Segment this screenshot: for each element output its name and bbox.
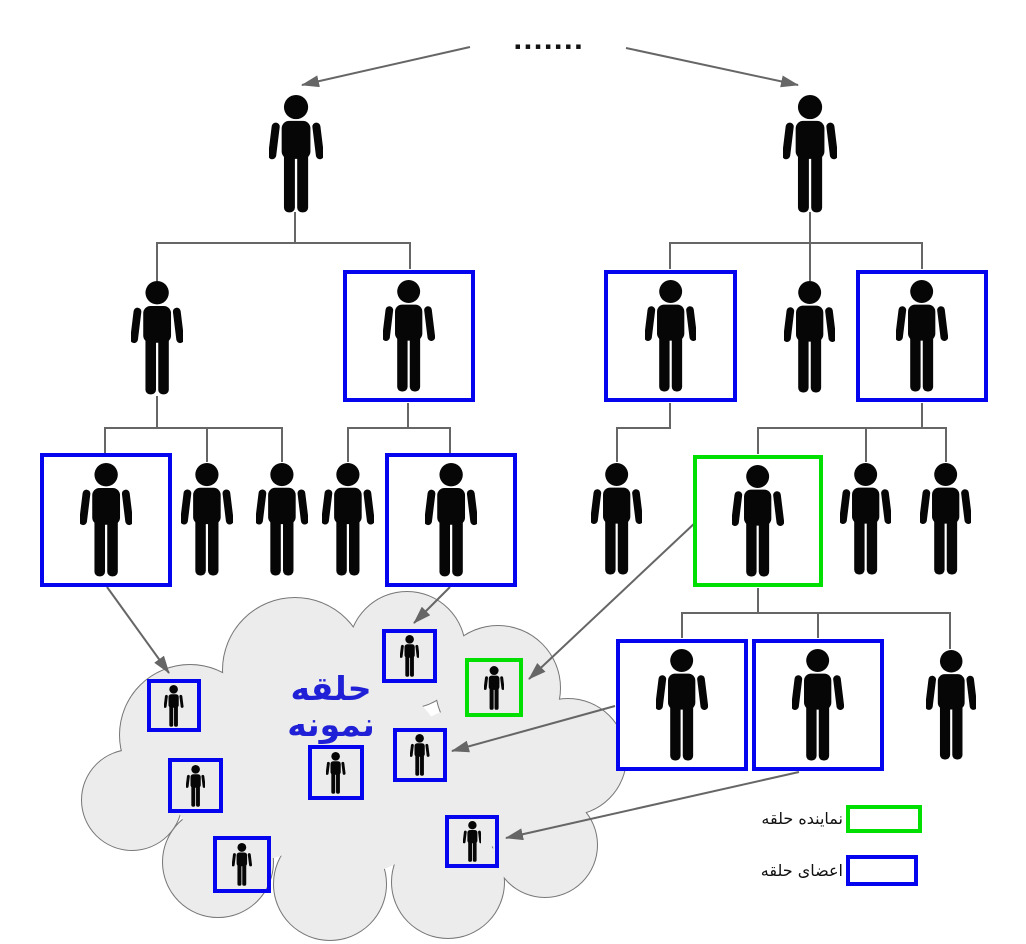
person-icon xyxy=(483,665,505,710)
member-box xyxy=(856,270,988,402)
person-icon xyxy=(920,463,972,575)
arrow-member-to-cloud-3 xyxy=(451,705,616,753)
cloud-member-box xyxy=(147,679,201,732)
legend-swatch-member xyxy=(846,855,918,886)
member-box xyxy=(40,453,172,587)
person-node xyxy=(926,650,977,760)
person-node xyxy=(256,463,308,576)
person-icon xyxy=(256,463,308,576)
cloud-representative-box xyxy=(465,658,523,717)
parents-ellipsis: ▪▪▪▪▪▪▪ xyxy=(514,42,586,52)
arrow-member-to-cloud-1 xyxy=(106,586,170,674)
tree-connector-right-l2e xyxy=(757,403,947,462)
member-box xyxy=(343,270,475,402)
person-node xyxy=(591,463,643,575)
person-node xyxy=(181,463,233,576)
person-node xyxy=(840,463,892,575)
person-node xyxy=(920,463,972,575)
tree-connector-right-l1 xyxy=(669,212,923,281)
cloud-member-box xyxy=(445,815,499,868)
person-icon xyxy=(131,281,184,395)
person-node xyxy=(131,281,184,395)
member-box xyxy=(616,639,748,771)
cloud-label: حلقه نمونه xyxy=(287,669,375,745)
representative-box xyxy=(693,455,823,587)
arrow-ellipsis-to-left-root xyxy=(301,46,471,88)
person-icon xyxy=(232,843,252,886)
member-box xyxy=(604,270,737,402)
person-icon xyxy=(79,463,133,577)
cloud-member-box xyxy=(308,745,364,800)
person-node xyxy=(322,463,374,576)
person-icon xyxy=(424,463,478,577)
person-icon xyxy=(784,281,836,393)
arrow-ellipsis-to-right-root xyxy=(625,47,799,88)
legend-label-representative: نماینده حلقه xyxy=(761,809,843,828)
legend-label-member: اعضای حلقه xyxy=(760,861,843,880)
root-right-person xyxy=(783,95,838,213)
person-icon xyxy=(269,95,324,213)
arrow-member-to-cloud-4 xyxy=(505,771,800,841)
person-icon xyxy=(644,280,697,392)
person-icon xyxy=(591,463,643,575)
arrow-member-to-cloud-2 xyxy=(413,586,451,624)
person-icon xyxy=(322,463,374,576)
person-node xyxy=(784,281,836,393)
cloud-member-box xyxy=(213,836,271,893)
person-icon xyxy=(840,463,892,575)
tree-connector-left-l2b xyxy=(347,403,451,462)
person-icon xyxy=(926,650,977,760)
cloud-member-box xyxy=(393,728,447,782)
person-icon xyxy=(462,821,482,862)
person-icon xyxy=(383,280,435,392)
tree-connector-representative-children xyxy=(681,588,951,649)
person-icon xyxy=(656,649,708,761)
member-box xyxy=(385,453,517,587)
person-icon xyxy=(185,764,206,807)
tree-connector-right-l2c xyxy=(616,403,671,462)
tree-connector-left-l2a xyxy=(104,396,283,462)
person-icon xyxy=(326,751,346,794)
arrow-representative-to-cloud xyxy=(528,520,698,680)
root-left-person xyxy=(269,95,324,213)
cloud-member-box xyxy=(168,758,223,813)
person-icon xyxy=(164,684,184,727)
person-icon xyxy=(732,465,784,577)
cloud-member-box xyxy=(382,629,437,683)
legend-swatch-representative xyxy=(846,805,922,833)
person-icon xyxy=(783,95,838,213)
person-icon xyxy=(792,649,844,761)
person-icon xyxy=(896,280,948,392)
tree-connector-left-l1 xyxy=(156,212,411,281)
member-box xyxy=(752,639,884,771)
person-icon xyxy=(181,463,233,576)
